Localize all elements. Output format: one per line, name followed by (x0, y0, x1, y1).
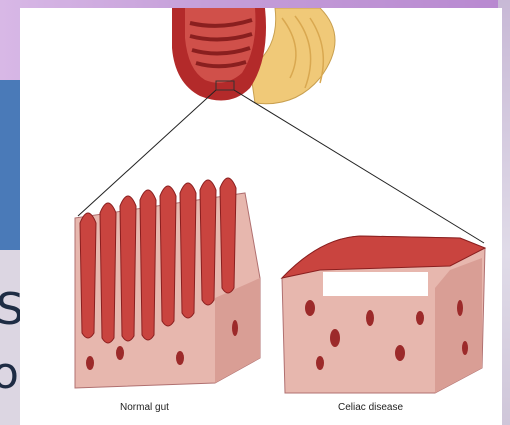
redaction-box (323, 272, 428, 296)
caption-celiac-disease: Celiac disease (338, 402, 403, 413)
gut-illustration (20, 8, 502, 425)
intestine-illustration (172, 8, 335, 104)
anatomy-figure-panel: Normal gut Celiac disease (20, 8, 502, 425)
slide-text-partial-2: o (0, 352, 19, 396)
zoom-line-right (234, 90, 484, 243)
caption-normal-gut: Normal gut (120, 402, 169, 413)
celiac-disease-block (282, 236, 485, 393)
normal-gut-block (75, 178, 260, 388)
